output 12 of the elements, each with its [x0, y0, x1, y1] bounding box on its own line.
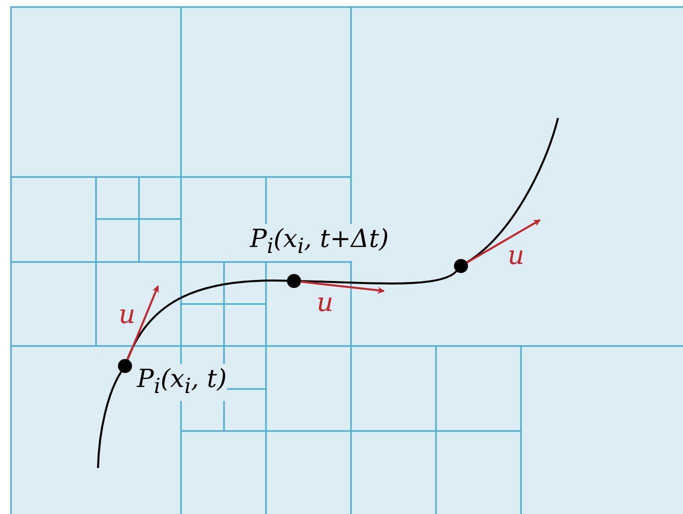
point-label: P$_{i}$(x$_{i}$, t): [137, 364, 227, 401]
arrow: [300, 280, 385, 294]
arrow: [466, 219, 541, 264]
curve-line: [126, 280, 288, 360]
edge-label: u: [316, 288, 334, 318]
point-label: P$_{i}$(x$_{i}$, t+Δt): [250, 224, 389, 261]
curve-line: [97, 371, 122, 468]
edge-label: u: [118, 300, 136, 330]
edge-label: u: [508, 241, 524, 271]
curve-line: [300, 270, 457, 285]
curve-line: [466, 118, 559, 264]
arrow: [126, 285, 159, 360]
